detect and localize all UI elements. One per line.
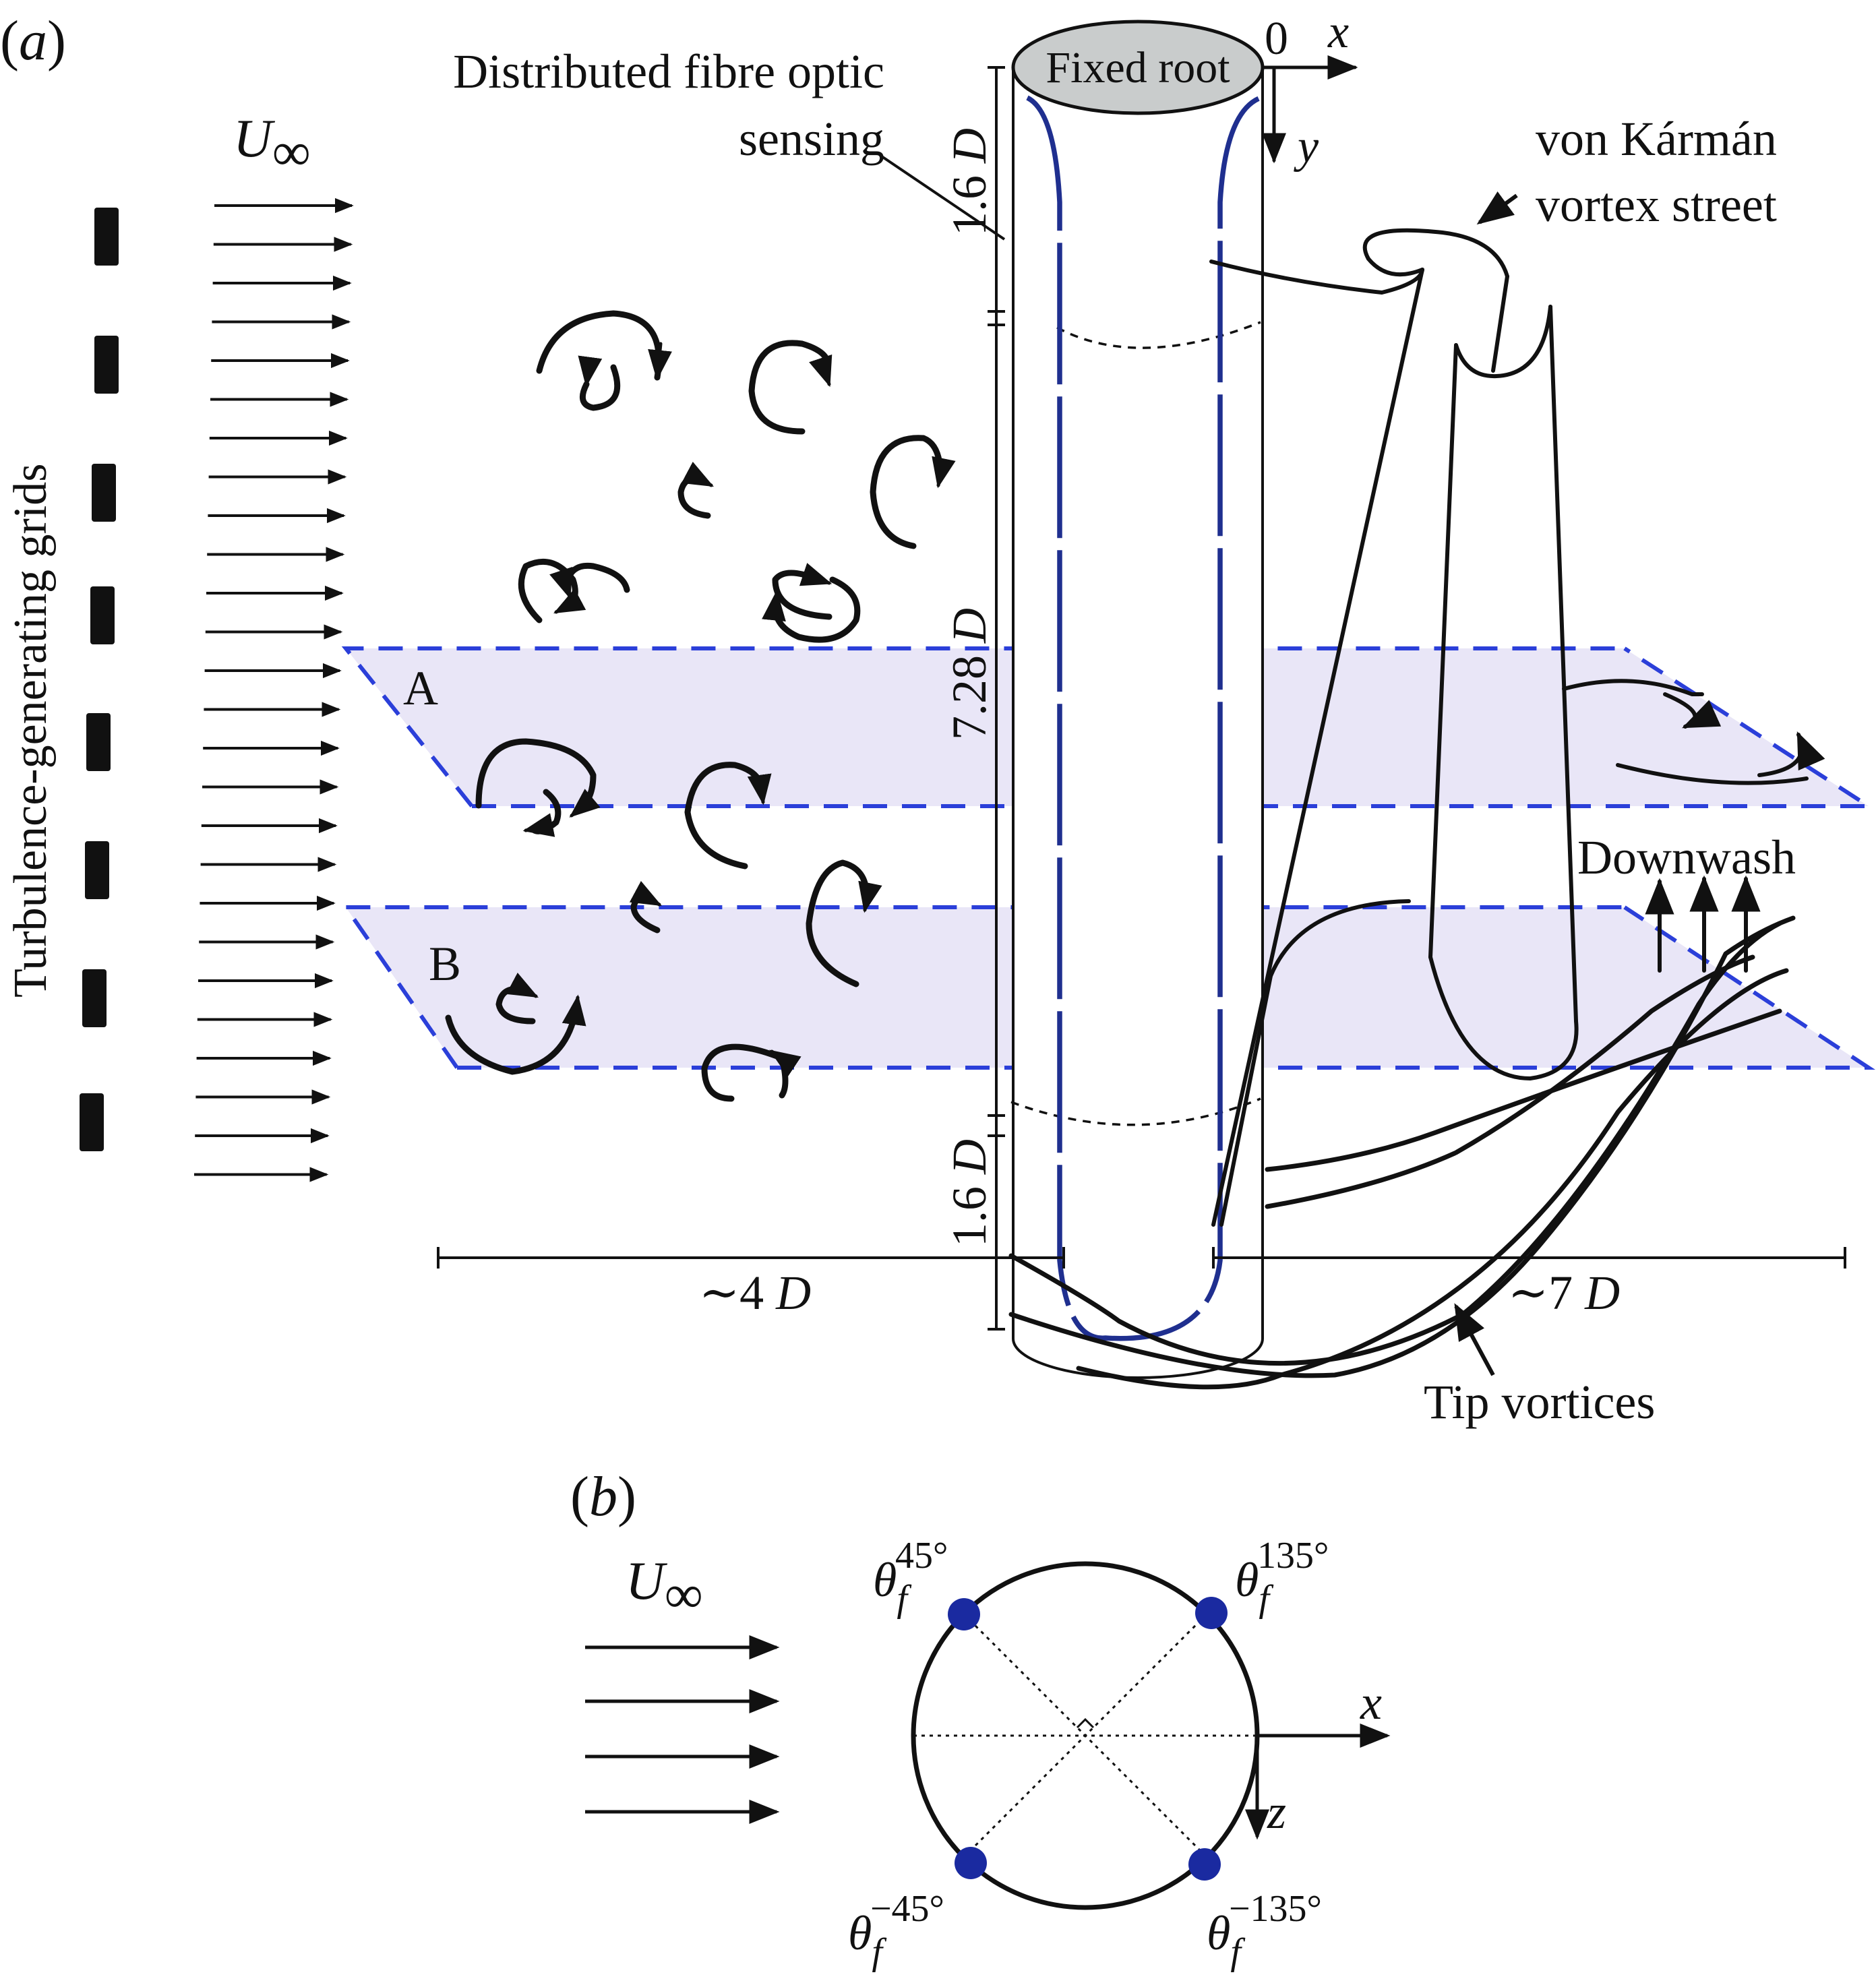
dim-bottom-label: 1.6 D bbox=[942, 1139, 996, 1247]
cylinder: Fixed root bbox=[1010, 20, 1265, 1379]
karman-label-line1: von Kármán bbox=[1536, 112, 1777, 166]
freestream-label: U∞ bbox=[233, 109, 311, 182]
turbulent-eddy bbox=[806, 859, 870, 987]
fixed-root-label: Fixed root bbox=[1046, 43, 1230, 92]
sensor-minus-45-label: θf−45° bbox=[848, 1888, 944, 1973]
turbulent-eddy-arrowhead bbox=[629, 880, 662, 907]
downwash-arrows bbox=[1645, 875, 1761, 973]
turbulent-eddy-arrowhead bbox=[809, 354, 833, 388]
panel-b-label: (b) bbox=[570, 1465, 636, 1528]
panel-b-freestream-label: U∞ bbox=[626, 1552, 703, 1624]
panel-a: (a) Turbulence-generating grids U∞ A bbox=[0, 6, 1876, 1429]
turbulent-eddy bbox=[772, 576, 861, 643]
turbulent-eddy-arrowhead bbox=[799, 563, 833, 586]
downwash-label: Downwash bbox=[1577, 830, 1796, 884]
dim-top-label: 1.6 D bbox=[942, 128, 996, 236]
turbulent-eddy bbox=[536, 310, 662, 381]
freestream-arrows bbox=[194, 197, 354, 1182]
fibre-label-line2: sensing bbox=[739, 112, 884, 166]
panel-b-freestream-arrows bbox=[585, 1635, 780, 1824]
turbulent-eddy-arrowhead bbox=[578, 355, 603, 388]
panel-b: (b) U∞ θf45° θf1 bbox=[570, 1465, 1391, 1973]
turbulent-eddy-arrowhead bbox=[769, 1049, 801, 1077]
turbulent-eddy-arrowhead bbox=[762, 590, 786, 622]
turbulent-eddy-arrowhead bbox=[747, 773, 772, 805]
sensor-minus-45 bbox=[955, 1847, 987, 1879]
panel-a-label: (a) bbox=[0, 9, 66, 72]
turbulent-eddy bbox=[772, 570, 833, 620]
karman-eddy-arrows bbox=[1663, 692, 1825, 777]
turbulent-eddy-arrowhead bbox=[932, 456, 956, 489]
karman-label-line2: vortex street bbox=[1536, 178, 1777, 232]
panel-b-axis-x-label: x bbox=[1360, 1676, 1382, 1730]
sensor-minus-135 bbox=[1188, 1848, 1221, 1881]
karman-leader-arrow bbox=[1476, 191, 1518, 225]
turbulent-eddy-arrowhead bbox=[506, 973, 539, 998]
panel-b-axis-z-label: z bbox=[1267, 1785, 1286, 1839]
dim-mid-label: 7.28 D bbox=[942, 608, 996, 740]
turbulent-eddy bbox=[684, 762, 765, 870]
turbulent-eddy-arrowhead bbox=[648, 342, 672, 381]
fibre-leader-line bbox=[880, 155, 1006, 241]
turbulent-eddy bbox=[445, 1004, 580, 1075]
sensor-45 bbox=[948, 1598, 980, 1630]
turbulent-eddy bbox=[748, 340, 831, 435]
grids-label: Turbulence-generating grids bbox=[5, 464, 57, 998]
horizontal-dimensions bbox=[437, 1247, 1846, 1269]
panel-b-axes bbox=[1245, 1723, 1391, 1840]
turbulent-eddy bbox=[870, 435, 944, 549]
turbulent-eddy-arrowhead bbox=[562, 994, 586, 1027]
turbulent-eddy-arrowhead bbox=[553, 588, 586, 614]
grid-bars bbox=[80, 208, 119, 1151]
dim-downstream-label: ∼7 D bbox=[1508, 1266, 1620, 1320]
karman-vortex-street bbox=[1209, 228, 1809, 1227]
sensor-135 bbox=[1195, 1597, 1228, 1629]
tip-vortices-label: Tip vortices bbox=[1424, 1375, 1655, 1429]
dim-upstream-label: ∼4 D bbox=[699, 1266, 811, 1320]
plane-b-label: B bbox=[429, 937, 461, 991]
vertical-dimensions bbox=[988, 66, 1005, 1331]
fibre-label-line1: Distributed fibre optic bbox=[453, 44, 884, 98]
turbulent-eddy-arrowhead bbox=[681, 462, 714, 487]
axis-x-label: x bbox=[1327, 6, 1349, 58]
sensor-135-label: θf135° bbox=[1235, 1535, 1329, 1620]
tip-vortices bbox=[1008, 915, 1796, 1390]
sensor-minus-135-label: θf−135° bbox=[1207, 1888, 1322, 1973]
turbulent-eddy bbox=[475, 738, 597, 812]
root-axes bbox=[1261, 55, 1358, 164]
turbulent-eddy-arrowhead bbox=[858, 880, 882, 913]
turbulent-eddy-arrowhead bbox=[569, 789, 601, 818]
turbulent-eddy bbox=[579, 364, 621, 411]
turbulent-eddy bbox=[677, 476, 711, 519]
tip-vortices-leader-arrow bbox=[1454, 1303, 1495, 1376]
plane-a-label: A bbox=[403, 661, 438, 715]
turbulent-eddy-arrowhead bbox=[522, 813, 555, 837]
cross-section-guides bbox=[913, 1613, 1257, 1858]
right-angle-mark bbox=[1076, 1717, 1095, 1729]
sensor-45-label: θf45° bbox=[873, 1535, 948, 1620]
turbulent-eddies bbox=[445, 310, 956, 1102]
axis-origin-label: 0 bbox=[1265, 13, 1288, 65]
axis-y-label: y bbox=[1294, 121, 1319, 173]
turbulent-eddy-arrowhead bbox=[549, 566, 573, 600]
fibre-sensors bbox=[948, 1597, 1228, 1881]
